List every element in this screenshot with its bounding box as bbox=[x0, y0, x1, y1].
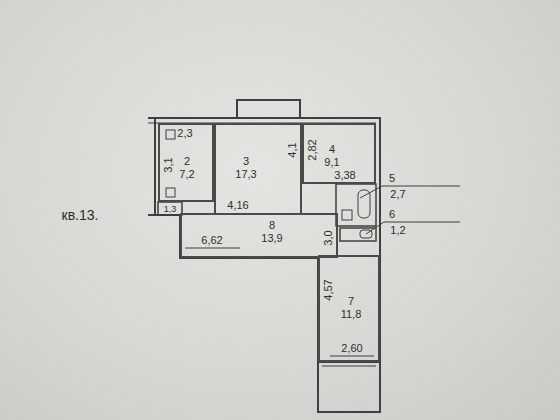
room-area: 7,2 bbox=[179, 168, 194, 181]
outer-wall bbox=[148, 118, 380, 255]
balcony bbox=[237, 100, 300, 118]
outer-wall bbox=[155, 118, 380, 362]
room-number: 3 bbox=[243, 155, 249, 168]
room-number: 8 bbox=[269, 219, 275, 232]
room-number: 4 bbox=[329, 143, 335, 156]
dimension-label: 4,57 bbox=[322, 279, 334, 300]
dimension-label: 3,1 bbox=[162, 157, 174, 172]
room-area: 9,1 bbox=[324, 156, 339, 169]
room-number: 2 bbox=[184, 155, 190, 168]
room: 317,3 bbox=[214, 123, 302, 215]
plan-label: 2,7 bbox=[390, 188, 405, 200]
plan-label: 2,60 bbox=[341, 342, 362, 354]
plan-label: 6,62 bbox=[201, 234, 222, 246]
dimension-label: 3,0 bbox=[322, 230, 334, 245]
plan-label: 1,3 bbox=[164, 204, 177, 215]
room-text: 27,2 bbox=[179, 155, 194, 181]
plan-label: 1,2 bbox=[390, 224, 405, 236]
room-text: 49,1 bbox=[324, 143, 339, 169]
dimension-label: 4,1 bbox=[286, 142, 298, 157]
leader-line bbox=[366, 222, 460, 234]
plan-label: 3,38 bbox=[334, 169, 355, 181]
plan-label: 5 bbox=[389, 172, 395, 184]
room-area: 13,9 bbox=[261, 232, 282, 245]
room-text: 813,9 bbox=[261, 219, 282, 245]
closet bbox=[158, 202, 182, 215]
room-text: 317,3 bbox=[235, 155, 256, 181]
wc bbox=[340, 228, 376, 241]
plan-label: 4,16 bbox=[227, 199, 248, 211]
dimension-label: 2,82 bbox=[306, 139, 318, 160]
plan-label: 6 bbox=[389, 208, 395, 220]
room-area: 17,3 bbox=[235, 168, 256, 181]
plan-label: 2,3 bbox=[177, 127, 192, 139]
room-number: 7 bbox=[348, 295, 354, 308]
balcony bbox=[318, 362, 380, 412]
leader-line bbox=[360, 186, 460, 198]
bathroom bbox=[336, 184, 376, 226]
room-area: 11,8 bbox=[341, 308, 362, 321]
plan-label: кв.13. bbox=[62, 207, 99, 223]
room-text: 711,8 bbox=[341, 295, 362, 321]
